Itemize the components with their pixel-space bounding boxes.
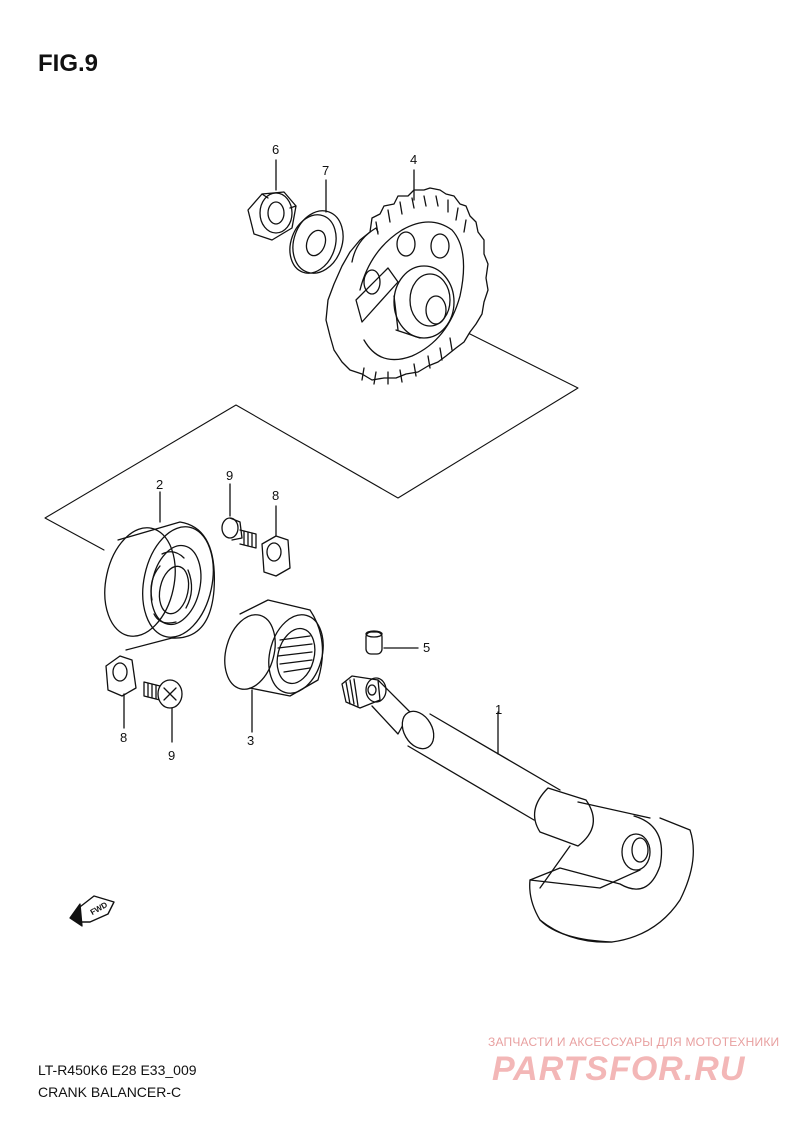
- part-4-gear: [325, 187, 489, 385]
- callout-5: 5: [423, 640, 431, 655]
- callout-3: 3: [247, 733, 255, 748]
- part-1-balancer-shaft: [341, 675, 694, 943]
- callout-1: 1: [495, 702, 503, 717]
- footer-section-name: CRANK BALANCER-C: [38, 1084, 182, 1100]
- part-9-lower-screw: [143, 679, 183, 709]
- callout-7: 7: [322, 163, 330, 178]
- part-6-nut: [247, 191, 297, 241]
- watermark-logo: PARTSFOR.RU: [492, 1050, 746, 1088]
- footer-model-code: LT-R450K6 E28 E33_009: [38, 1062, 197, 1078]
- callout-2: 2: [156, 477, 164, 492]
- part-2-ball-bearing: [104, 521, 216, 651]
- part-8-lower-plate: [105, 655, 137, 697]
- part-5-pin: [365, 630, 383, 655]
- callout-6: 6: [272, 142, 280, 157]
- assembly-outline: [44, 329, 579, 551]
- callout-4: 4: [410, 152, 418, 167]
- part-9-upper-bolt: [221, 517, 257, 549]
- callout-9-lower: 9: [168, 748, 176, 763]
- callout-9-upper: 9: [226, 468, 234, 483]
- callout-8-upper: 8: [272, 488, 280, 503]
- part-8-upper-plate: [261, 535, 291, 577]
- watermark-tagline: ЗАПЧАСТИ И АКСЕССУАРЫ ДЛЯ МОТОТЕХНИКИ: [488, 1035, 780, 1049]
- fwd-arrow-icon: [69, 895, 115, 927]
- callout-8-lower: 8: [120, 730, 128, 745]
- part-3-needle-bearing: [224, 599, 324, 697]
- figure-title: FIG.9: [38, 50, 99, 77]
- part-7-washer: [289, 210, 344, 274]
